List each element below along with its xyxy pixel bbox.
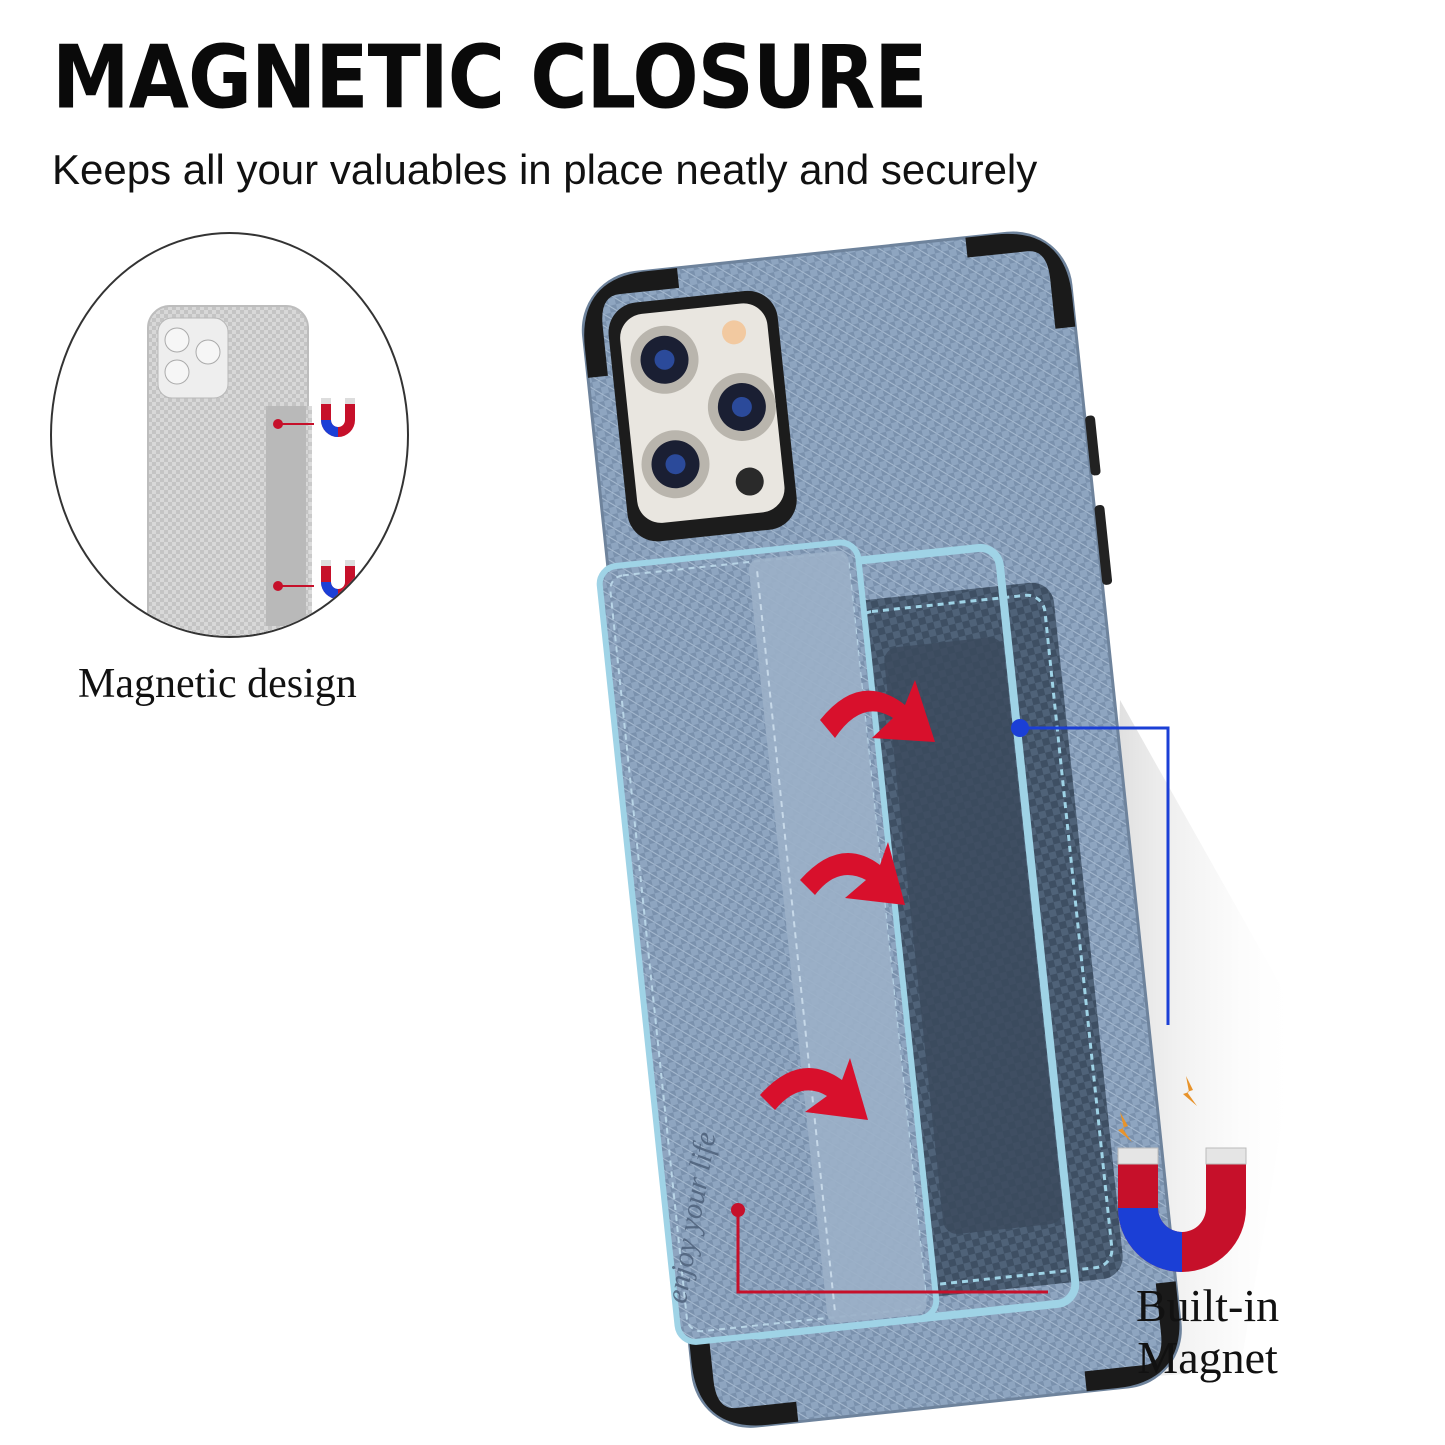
- flap-strap: [748, 550, 927, 1323]
- bumper-corner: [1084, 1281, 1180, 1392]
- inset-phone-drawing: [147, 305, 314, 636]
- curved-arrow-icon: [760, 680, 935, 1120]
- built-in-magnet-label: Built-in Magnet: [1136, 1280, 1279, 1383]
- magnet-icon: [1117, 1076, 1247, 1272]
- subheadline: Keeps all your valuables in place neatly…: [52, 146, 1038, 193]
- bumper-corner: [688, 1330, 799, 1426]
- blue-callout: [1011, 719, 1170, 1025]
- bumper-corner: [965, 233, 1076, 329]
- red-callout: [731, 1203, 1048, 1294]
- magnet-icon: [321, 398, 355, 437]
- camera-module: [608, 290, 797, 542]
- phone-case: [581, 231, 1182, 1428]
- magnet-icon: [321, 560, 355, 599]
- inset-illustration: [50, 232, 409, 638]
- built-in-magnet-line2: Magnet: [1137, 1331, 1278, 1383]
- headline: MAGNETIC CLOSURE: [52, 28, 928, 129]
- inset-caption: Magnetic design: [78, 661, 357, 707]
- built-in-magnet-line1: Built-in: [1136, 1280, 1280, 1331]
- bumper-corner: [584, 267, 680, 378]
